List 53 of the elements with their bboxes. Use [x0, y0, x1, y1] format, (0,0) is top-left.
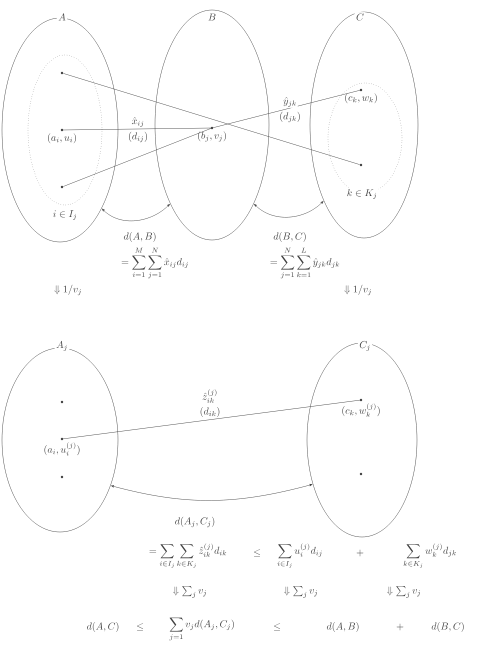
labeled-point: $(b_j, v_j)$ [198, 126, 226, 142]
connector-line [63, 128, 212, 187]
formula: $(d_{ij})$ [128, 132, 147, 142]
formula: $\sum_{i\in I_j}u_i^{(j)}d_{ij}$ [278, 543, 322, 568]
double-arrow [254, 201, 324, 218]
formula: $\Downarrow \sum_j v_j$ [284, 586, 318, 598]
formula: $(d_{ik})$ [200, 407, 220, 418]
formula: $d(A,C)$ [87, 622, 118, 632]
labeled-point: $(c_k, w_k)$ [345, 88, 377, 104]
formula: $\leq$ [254, 549, 260, 557]
connector-line [62, 128, 212, 130]
edge-label: $\hat{x}_{ij}$ [130, 116, 146, 128]
point [60, 400, 64, 404]
edge-label: $d(A_j,C_j)$ [174, 516, 216, 528]
formula: $d(A,B)$ [326, 622, 358, 632]
formula: $\Downarrow 1/v_j$ [344, 284, 371, 296]
formula: $\sum_{j=1} v_j d(A_j,C_j)$ [169, 618, 234, 640]
point [360, 164, 362, 166]
formula: $\Downarrow 1/v_j$ [54, 284, 81, 296]
labeled-point: $(a_i, u_i^{(j)})$ [44, 438, 80, 456]
node-label: $(a_i, u_i)$ [48, 133, 76, 144]
point [60, 476, 64, 478]
formula: $\sum_{k\in K_j}w_k^{(j)}d_{jk}$ [404, 543, 456, 568]
formula: $\Downarrow \sum_j v_j$ [173, 586, 206, 598]
point [60, 186, 64, 188]
labeled-point: $(a_i, u_i)$ [48, 128, 76, 144]
node-label: $(b_j, v_j)$ [198, 131, 226, 142]
formula: $\leq$ [136, 623, 144, 631]
edge-label: $d(A,B)$ [122, 231, 158, 243]
node-label: $(c_k, w_k^{(j)})$ [342, 403, 380, 417]
double-arrow [111, 484, 312, 501]
formula: $= \sum_{i\in I_j}\sum_{k\in K_j}\hat{z}_{ik}^{(j)}d_{ik}$ [149, 543, 226, 568]
formula: $= \sum_{i=1}^{M}\sum_{j=1}^{N}\hat{x}_{ij}d_{ij}$ [122, 248, 188, 278]
double-arrow [102, 204, 170, 222]
edge-label: $\hat{y}_{jk}$ [282, 96, 298, 108]
connector-line [63, 73, 360, 165]
edge-label: $\hat{z}_{ik}^{(j)}$ [201, 388, 219, 404]
node-label: $(a_i, u_i^{(j)})$ [44, 442, 80, 456]
connector-line [62, 400, 362, 440]
formula: $(d_{jk})$ [280, 112, 300, 122]
point [360, 472, 362, 476]
labeled-point: $(c_k, w_k^{(j)})$ [342, 398, 380, 417]
node-label: $i \in I_j$ [53, 210, 76, 220]
node-label: $(c_k, w_k)$ [345, 93, 377, 104]
connector-line [212, 90, 362, 128]
formula: $\leq$ [274, 623, 280, 631]
edge-label: $d(B,C)$ [272, 231, 308, 243]
formula: $\Downarrow \sum_j v_j$ [387, 586, 420, 598]
point [60, 72, 64, 74]
formula: $d(B,C)$ [432, 622, 464, 632]
formula: $+$ [356, 550, 364, 556]
formula: $= \sum_{j=1}^{N}\sum_{k=1}^{L}\hat{y}_{jk}d_{jk}$ [270, 248, 340, 278]
formula: $+$ [396, 624, 404, 630]
